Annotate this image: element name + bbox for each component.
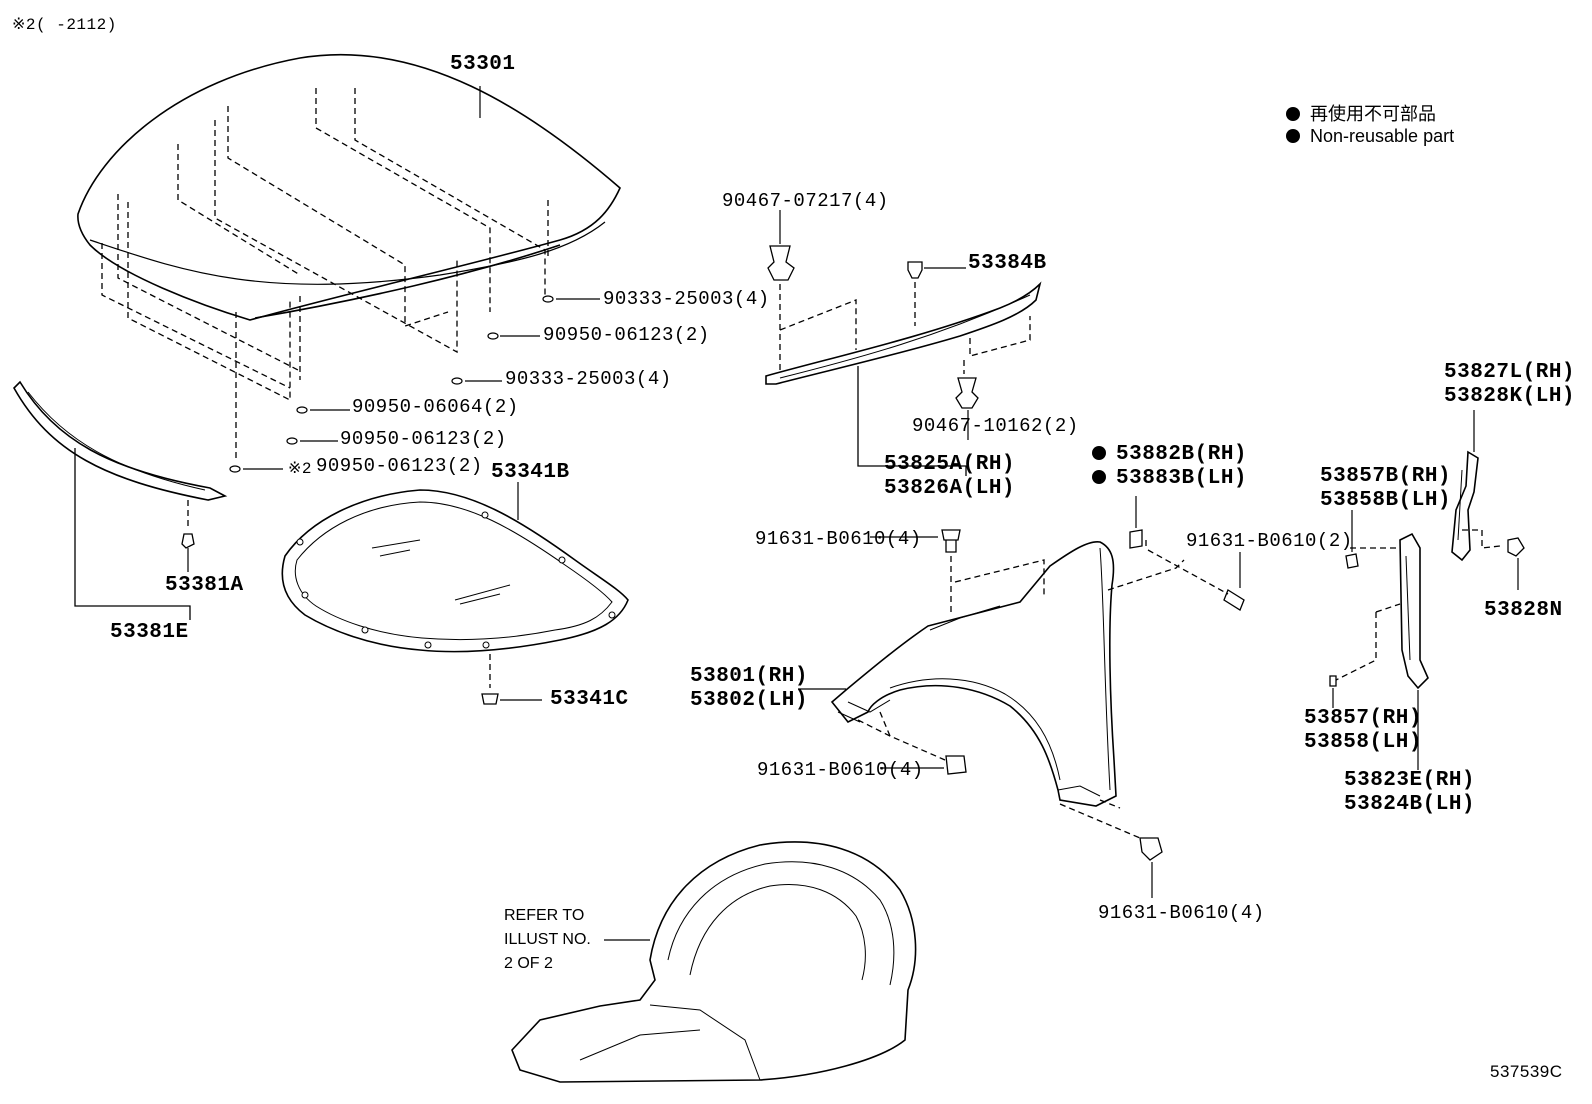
label-cushion-b-lh: 53858B(LH) (1320, 489, 1452, 512)
label-cowl-seal-rh: 53825A(RH) (884, 453, 1016, 476)
bolt-bottom (1139, 837, 1163, 861)
label-clip-07217: 90467-07217(4) (722, 190, 889, 212)
label-hood: 53301 (450, 53, 516, 76)
legend-item-non-reusable-en: Non-reusable part (1286, 126, 1454, 147)
dot-icon (1092, 470, 1106, 484)
label-fender-lh: 53802(LH) (690, 689, 808, 712)
label-cushion-lh: 53858(LH) (1304, 731, 1422, 754)
bracket-lh-text: 53883B(LH) (1116, 467, 1248, 490)
dot-icon (1092, 446, 1106, 460)
bracket-rh-text: 53882B(RH) (1116, 443, 1248, 466)
insulator-clip-53341c (481, 693, 542, 705)
hood-panel (77, 53, 621, 321)
label-clip-53384b: 53384B (968, 252, 1047, 275)
rear-seal-53823e (1399, 532, 1429, 690)
label-clip-10162: 90467-10162(2) (912, 415, 1079, 437)
label-bracket-lh: 53883B(LH) (1092, 468, 1247, 490)
label-cushion-rh: 53857(RH) (1304, 707, 1422, 730)
label-upper-seal-lh: 53828K(LH) (1444, 385, 1576, 408)
hood-leader-lines (243, 86, 600, 470)
label-insulator-clip: 53341C (550, 688, 629, 711)
label-bracket-rh: 53882B(RH) (1092, 444, 1247, 466)
label-clip-53828n: 53828N (1484, 599, 1563, 622)
rear-seal-guides (1335, 547, 1401, 681)
clip-guide-4 (969, 316, 1031, 357)
label-bolt-front: 91631-B0610(4) (757, 759, 924, 781)
header-note: ※2( -2112) (12, 16, 117, 34)
label-rear-seal-lh: 53824B(LH) (1344, 793, 1476, 816)
label-bolt-bottom: 91631-B0610(4) (1098, 902, 1265, 924)
hood-dashed-guides (101, 88, 549, 462)
figure-code: 537539C (1490, 1062, 1563, 1081)
label-cushion-b-rh: 53857B(RH) (1320, 465, 1452, 488)
hood-grommets (229, 295, 554, 473)
upper-seal-guide (1462, 529, 1501, 549)
label-90950-b: 90950-06064(2) (352, 396, 519, 418)
label-seal: 53381E (110, 621, 189, 644)
seal-leader (74, 448, 191, 620)
hood-insulator (281, 489, 629, 653)
hood-seal (13, 380, 228, 501)
label-insulator: 53341B (491, 461, 570, 484)
fender-liner (511, 841, 917, 1083)
label-90950-d: 90950-06123(2) (316, 455, 483, 477)
label-90950-c: 90950-06123(2) (340, 428, 507, 450)
label-90950-a: 90950-06123(2) (543, 324, 710, 346)
label-bolt-top: 91631-B0610(4) (755, 528, 922, 550)
bolt-rear (1223, 589, 1245, 611)
label-rear-seal-rh: 53823E(RH) (1344, 769, 1476, 792)
label-note-mark: ※2 (288, 460, 313, 478)
label-seal-clip: 53381A (165, 574, 244, 597)
dot-icon (1286, 129, 1300, 143)
clip-53384b (907, 261, 966, 279)
label-90333-a: 90333-25003(4) (603, 288, 770, 310)
fender-dashed-guides (857, 540, 1229, 839)
seal-clip-53381a (181, 533, 195, 572)
label-bolt-rear: 91631-B0610(2) (1186, 530, 1353, 552)
clip-90467-07217 (767, 245, 795, 281)
label-fender-rh: 53801(RH) (690, 665, 808, 688)
cowl-seal-leader (857, 366, 967, 476)
legend-text: 再使用不可部品 (1310, 104, 1436, 124)
clip-90467-10162 (955, 377, 979, 409)
cowl-seal (765, 281, 1042, 385)
dot-icon (1286, 107, 1300, 121)
legend-text: Non-reusable part (1310, 126, 1455, 146)
bolt-front (945, 755, 967, 775)
refer-line-1: REFER TO (504, 907, 585, 924)
refer-line-3: 2 OF 2 (504, 955, 553, 972)
bracket-53882b (1129, 529, 1143, 549)
front-fender (830, 541, 1117, 807)
refer-line-2: ILLUST NO. (504, 931, 591, 948)
label-upper-seal-rh: 53827L(RH) (1444, 361, 1576, 384)
refer-note: REFER TO ILLUST NO. 2 OF 2 (504, 904, 591, 976)
bolt-top (941, 529, 961, 553)
clip-guide-2 (779, 299, 857, 350)
label-cowl-seal-lh: 53826A(LH) (884, 477, 1016, 500)
label-90333-b: 90333-25003(4) (505, 368, 672, 390)
upper-seal-53827l (1451, 450, 1479, 562)
legend-item-non-reusable-ja: 再使用不可部品 (1286, 100, 1436, 126)
cushion-53857b (1345, 553, 1359, 569)
insulator-holes (296, 511, 616, 649)
clip-53828n (1507, 537, 1525, 557)
cushion-53857 (1329, 675, 1337, 687)
